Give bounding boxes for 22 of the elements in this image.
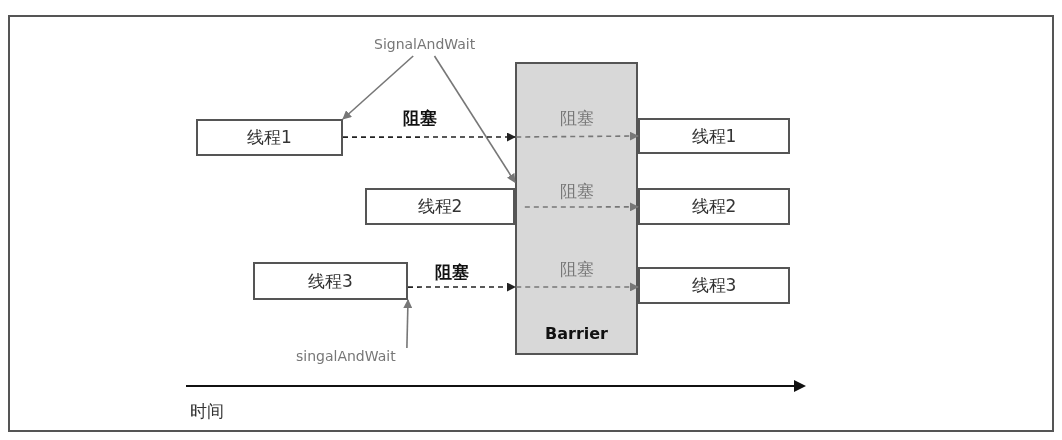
arrow (403, 299, 413, 349)
thread-box: 线程2 (638, 188, 790, 225)
edge-label: 阻塞 (558, 179, 596, 203)
arrow (524, 202, 639, 212)
axis-label: 时间 (190, 400, 224, 423)
arrow (515, 131, 639, 141)
thread-box: 线程1 (638, 118, 790, 154)
thread-box: 线程2 (365, 188, 515, 225)
edge-label: 阻塞 (433, 260, 471, 284)
call-label: SignalAndWait (374, 36, 476, 52)
arrow (433, 55, 516, 183)
edge-label: 阻塞 (401, 106, 439, 130)
thread-box: 线程3 (638, 267, 790, 304)
edge-label: 阻塞 (558, 106, 596, 130)
arrow (342, 55, 414, 120)
thread-box: 线程3 (253, 262, 408, 300)
thread-box: 线程1 (196, 119, 343, 156)
edge-label: 阻塞 (558, 257, 596, 281)
call-label: singalAndWait (296, 348, 396, 364)
arrow (407, 282, 516, 292)
arrow (342, 132, 516, 142)
arrow (515, 282, 639, 292)
